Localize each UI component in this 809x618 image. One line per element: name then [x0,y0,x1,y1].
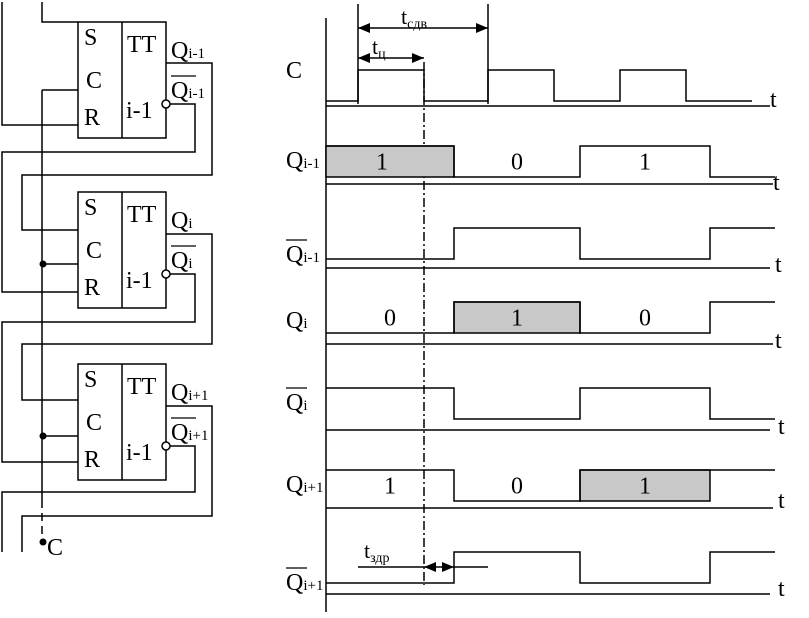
flipflop-type-label: TT [127,202,157,228]
circuit-schematic: S C R TT i-1 Qi-1 Qi-1 S C R TT i-1 Qi Q… [1,2,213,561]
qbar-output-label: Qi+1 [171,420,208,446]
time-axis-label: t [778,414,785,440]
pin-c-label: C [86,238,102,264]
arrow-head [442,562,454,572]
qbar-output-label: Qi [171,248,193,274]
junction-dot [39,432,47,440]
qbar-output-label: Qi-1 [171,78,205,104]
pin-r-label: R [84,447,100,473]
signal-label: Qi+1 [286,472,323,498]
flipflop-i-1 [77,21,171,139]
wire-top-r-feed [1,2,78,126]
arrow-head [476,23,488,33]
flipflop-index-label: i-1 [126,268,153,294]
segment-value: 1 [376,150,388,176]
signal-label: Qi-1 [286,242,320,268]
segment-value: 1 [639,474,651,500]
wire-q2-to-s3 [21,233,213,401]
signal-waveform [326,227,775,260]
arrow-head [412,53,424,63]
time-axis-label: t [778,488,785,514]
pin-c-label: C [86,68,102,94]
highlight-segment [325,145,455,178]
pin-c-label: C [86,410,102,436]
pin-r-label: R [84,275,100,301]
segment-value: 0 [639,306,651,332]
flipflop-type-label: TT [127,374,157,400]
wire-q3-out [21,405,213,552]
segment-value: 0 [384,306,396,332]
time-axis-label: t [775,252,782,278]
time-axis-label: t [773,170,780,196]
flipflop-index-label: i-1 [126,440,153,466]
flipflop-i+1 [77,363,171,481]
junction-dot [39,538,47,546]
wire-qbar2-to-r3 [1,273,196,463]
junction-dot [39,260,47,268]
q-output-label: Qi+1 [171,380,208,406]
signal-waveform [326,469,775,502]
inverter-bubble [161,441,171,451]
pin-s-label: S [84,195,97,221]
signal-label: Qi [286,390,308,416]
signal-waveform [326,551,775,584]
wire-q1-to-s2 [21,62,213,231]
segment-value: 0 [511,474,523,500]
delay-label: tздр [364,538,390,566]
inverter-bubble [161,269,171,279]
flipflop-i [77,191,171,309]
pulse-width-label: tц [372,34,386,62]
segment-value: 0 [511,150,523,176]
flipflop-index-label: i-1 [126,98,153,124]
wire-qbar1-to-r2 [1,103,196,293]
signal-label: Qi [286,308,308,334]
arrow-head [424,562,436,572]
pin-r-label: R [84,105,100,131]
q-output-label: Qi [171,208,193,234]
pin-s-label: S [84,25,97,51]
arrow-head [358,23,370,33]
segment-value: 1 [511,306,523,332]
shift-period-label: tсдв [401,4,427,32]
arrow-head [358,53,370,63]
signal-waveform [326,145,775,178]
time-axis-label: t [770,87,777,113]
time-axis-label: t [775,328,782,354]
signal-waveform [326,387,775,420]
signal-label: Qi+1 [286,570,323,596]
time-axis-label: t [778,576,785,602]
clock-input-label: C [47,535,63,561]
pin-s-label: S [84,367,97,393]
inverter-bubble [161,99,171,109]
signal-waveform [326,69,752,102]
flipflop-type-label: TT [127,32,157,58]
q-output-label: Qi-1 [171,38,205,64]
highlight-segment [579,469,711,502]
segment-value: 1 [639,150,651,176]
wire-qbar3-out [1,445,196,552]
wire-top-s-feed [41,2,78,23]
segment-value: 1 [384,474,396,500]
signal-waveform [326,301,775,334]
signal-label: Qi-1 [286,148,320,174]
signal-label: C [286,58,302,84]
